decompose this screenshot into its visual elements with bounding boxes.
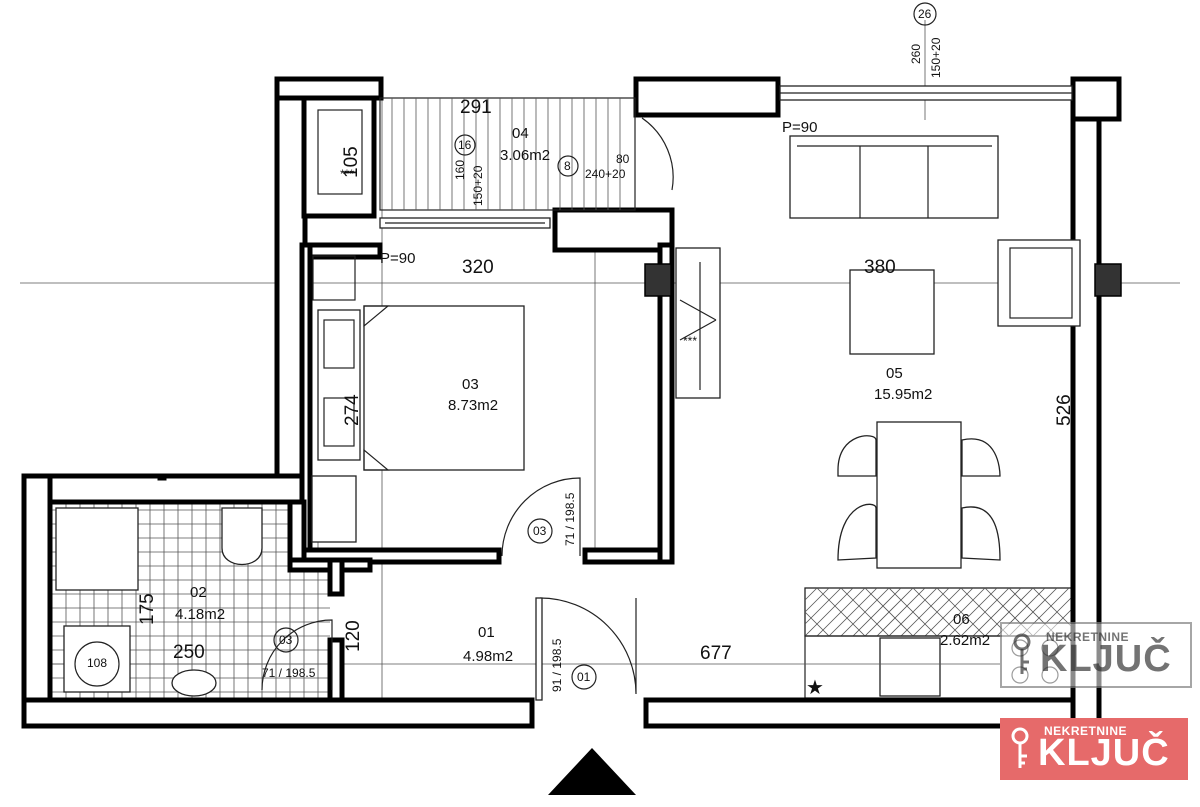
shower-icon [55,507,139,591]
room-01-number: 01 [478,624,495,641]
room-05-area: 15.95m2 [874,386,932,403]
dimension-lines [20,20,1180,700]
sofa-icon [789,135,999,219]
dim-bedroom-depth: 274 [342,394,363,426]
room-02-area: 4.18m2 [175,606,225,623]
doors [261,117,674,701]
toilet-icon [221,507,263,566]
dim-stair-length: 291 [460,97,492,118]
dim-bath-depth: 175 [137,593,158,625]
door-03-size: 71 / 198.5 [563,492,577,546]
brand-top-text: NEKRETNINE [1044,724,1128,738]
window-stair-dim-b: 150+20 [471,165,485,206]
window-living-dim-b: 150+20 [929,37,943,78]
living-window [779,85,1073,101]
dim-door-width: 80 [616,152,630,166]
washbasin-icon [171,669,217,697]
brand-top-text: NEKRETNINE [1046,630,1130,644]
window-hall-tag: 8 [564,159,571,173]
dim-living-width: 380 [864,257,896,278]
cabinet-icon [311,475,357,543]
panel-marks: *** [683,334,697,348]
parapet-height-stair: P=90 [380,250,415,267]
door-02-tag: 03 [279,633,293,647]
room-04-number: 04 [512,125,529,142]
brand-logo: NEKRETNINE KLJUČ [1000,718,1188,780]
room-05-number: 05 [886,365,903,382]
coffee-table-icon [849,269,935,355]
brand-main-text: KLJUČ [1038,732,1170,774]
room-01-area: 4.98m2 [463,648,513,665]
bathroom-fixtures [55,507,263,697]
staircase [379,97,636,229]
room-03-number: 03 [462,376,479,393]
nightstand-icon [317,309,361,461]
window-living-tag: 26 [918,7,932,21]
bedroom-furniture [311,305,525,543]
sink-icon [879,637,941,697]
door-01-size: 91 / 198.5 [550,638,564,692]
door-01-tag: 01 [577,670,591,684]
room-06-area: 2.62m2 [940,632,990,649]
boiler-label: 108 [87,656,107,670]
bed-icon [363,305,525,471]
dim-hall-depth: 120 [343,620,364,652]
wall-inner-outlines [312,109,363,301]
column-markers [644,263,1122,297]
room-03-area: 8.73m2 [448,397,498,414]
door-03-tag: 03 [533,524,547,538]
window-stair-tag: 16 [458,138,472,152]
key-icon [1013,633,1031,674]
dim-bedroom-width: 320 [462,257,494,278]
chair-icon [837,435,877,477]
bathroom-tile-grid [52,502,330,700]
entrance-arrow-icon [548,748,636,795]
chair-icon [837,503,877,561]
chair-icon [961,438,1001,477]
parapet-height-living: P=90 [782,119,817,136]
room-02-number: 02 [190,584,207,601]
wardrobe-icon [675,247,721,399]
panel-marks-stair: *** [340,167,354,181]
armchair-icon [997,239,1081,327]
dim-stair-width: 105 [341,146,362,178]
dim-living-depth: 526 [1054,394,1075,426]
key-icon [1011,727,1029,768]
window-living-dim-a: 260 [909,44,923,64]
walls [21,76,1122,729]
room-04-area: 3.06m2 [500,147,550,164]
dim-bath-width: 250 [173,642,205,663]
dining-table-icon [876,421,962,569]
star-marker-icon: ★ [806,677,824,699]
room-06-number: 06 [953,611,970,628]
window-stair-dim-a: 160 [453,160,467,180]
chair-icon [961,506,1001,561]
brand-main-text: KLJUČ [1040,638,1172,680]
window-hall-dims: 240+20 [585,167,626,181]
living-furniture [675,135,1081,569]
dim-total-length: 677 [700,643,732,664]
door-02-size: 71 / 198.5 [262,666,316,680]
brand-watermark-logo: NEKRETNINE KLJUČ [1000,622,1192,688]
